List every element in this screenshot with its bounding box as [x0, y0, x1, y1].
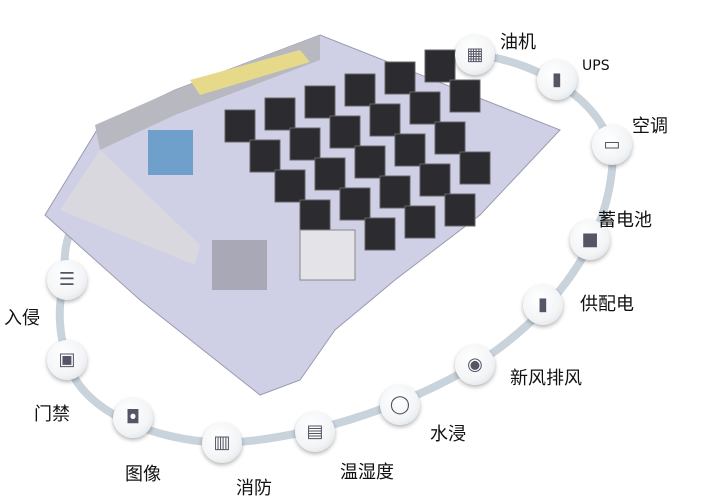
node-label-water: 水浸 — [430, 424, 466, 445]
node-water[interactable]: ◯ — [380, 385, 420, 425]
server-rack — [364, 217, 396, 251]
server-rack — [339, 187, 371, 221]
server-rack — [384, 61, 416, 95]
server-rack — [449, 79, 481, 113]
node-label-ups: UPS — [582, 58, 610, 74]
node-label-power: 供配电 — [580, 294, 634, 315]
server-rack — [314, 157, 346, 191]
server-rack — [224, 109, 256, 143]
node-label-ac: 空调 — [632, 116, 668, 137]
access-control-icon: ▣ — [58, 349, 76, 370]
server-rack — [379, 175, 411, 209]
node-fire[interactable]: ▥ — [202, 423, 242, 463]
node-label-video: 图像 — [125, 464, 161, 485]
air-conditioner-icon: ▭ — [603, 134, 621, 155]
ups-icon: ▮ — [552, 69, 562, 90]
server-rack — [354, 145, 386, 179]
server-rack — [304, 85, 336, 119]
node-label-fire: 消防 — [236, 478, 272, 499]
node-temp[interactable]: ▤ — [295, 412, 335, 452]
node-label-battery: 蓄电池 — [598, 210, 652, 231]
node-label-intrusion: 入侵 — [4, 308, 40, 329]
infrared-fence-icon: ☰ — [58, 269, 76, 290]
server-rack — [369, 103, 401, 137]
server-rack — [459, 151, 491, 185]
node-battery[interactable]: ■ — [570, 220, 610, 260]
camera-icon: ◘ — [125, 407, 141, 428]
node-access[interactable]: ▣ — [47, 340, 87, 380]
server-rack — [249, 139, 281, 173]
server-rack — [419, 163, 451, 197]
server-rack — [344, 73, 376, 107]
server-rack — [434, 121, 466, 155]
server-rack — [264, 97, 296, 131]
node-ventilation[interactable]: ◉ — [455, 345, 495, 385]
node-label-access: 门禁 — [34, 404, 70, 425]
ac-units — [299, 229, 356, 281]
generator-icon: ▦ — [466, 44, 484, 65]
fire-panel-icon: ▥ — [213, 432, 231, 453]
ups-cabinets — [148, 130, 193, 175]
battery-icon: ■ — [581, 229, 599, 250]
server-rack — [404, 205, 436, 239]
server-rack — [394, 133, 426, 167]
server-rack — [444, 193, 476, 227]
node-video[interactable]: ◘ — [113, 398, 153, 438]
node-label-generator: 油机 — [500, 32, 536, 53]
power-distribution-icon: ▮ — [538, 294, 548, 315]
node-label-temp: 温湿度 — [340, 462, 394, 483]
server-rack — [289, 127, 321, 161]
server-rack — [299, 199, 331, 233]
partition-wall — [212, 240, 267, 290]
side-wall — [60, 150, 200, 265]
roof-panels — [190, 50, 310, 95]
node-ups[interactable]: ▮ — [537, 60, 577, 100]
node-ac[interactable]: ▭ — [592, 125, 632, 165]
server-rack — [424, 49, 456, 83]
fan-icon: ◉ — [467, 354, 483, 375]
thermometer-icon: ▤ — [306, 421, 324, 442]
node-intrusion[interactable]: ☰ — [47, 260, 87, 300]
server-rack — [409, 91, 441, 125]
server-rack — [274, 169, 306, 203]
node-generator[interactable]: ▦ — [455, 35, 495, 75]
node-label-ventilation: 新风排风 — [510, 368, 582, 389]
node-power[interactable]: ▮ — [523, 285, 563, 325]
water-leak-icon: ◯ — [389, 394, 411, 415]
server-rack — [329, 115, 361, 149]
